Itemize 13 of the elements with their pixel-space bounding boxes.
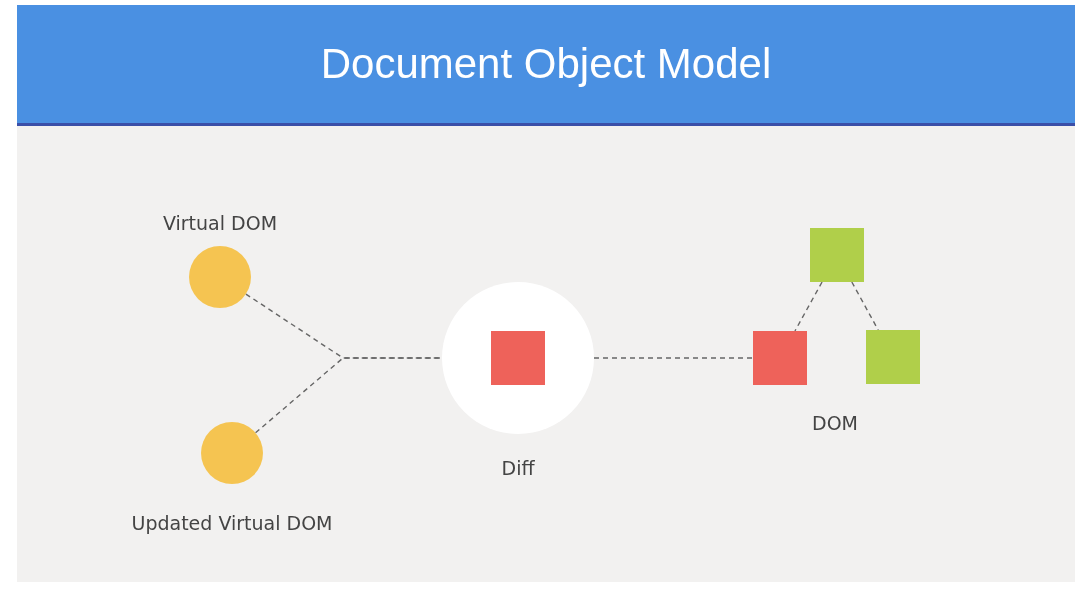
node-label: Diff <box>501 457 535 479</box>
title: Document Object Model <box>320 40 772 88</box>
connector-line <box>851 281 879 331</box>
square-shape <box>810 228 864 282</box>
connector-line <box>794 281 823 332</box>
square-shape <box>753 331 807 385</box>
square-shape <box>491 331 545 385</box>
node-label: Virtual DOM <box>162 212 278 234</box>
connector-line <box>254 357 443 434</box>
node-label: Updated Virtual DOM <box>131 512 333 534</box>
connector-line <box>593 357 754 359</box>
group-label: DOM <box>812 412 858 434</box>
square-shape <box>866 330 920 384</box>
